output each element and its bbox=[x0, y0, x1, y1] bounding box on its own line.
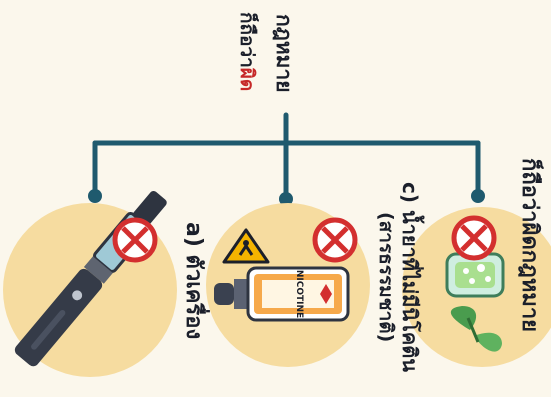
header-line1-prefix: ก็ถือว่า bbox=[236, 12, 258, 68]
connector-dot-left bbox=[88, 189, 102, 203]
warning-triangle-icon bbox=[222, 228, 270, 264]
prohibited-icon bbox=[451, 215, 497, 261]
leaf-icon bbox=[450, 306, 502, 352]
header-line1-emphasis: ผิด bbox=[236, 67, 258, 92]
connector-lines bbox=[92, 112, 481, 201]
nicotine-bottle-icon bbox=[214, 266, 350, 322]
header-line2: กฎหมาย bbox=[272, 14, 296, 93]
natural-liquid-icon bbox=[445, 252, 505, 298]
connector-dot-right bbox=[471, 189, 485, 203]
natural-liquid-label-line2: (สารธรรมชาติ) bbox=[375, 212, 397, 343]
device-label: a) ตัวเครื่อง bbox=[181, 222, 206, 340]
nicotine-label: NICOTINE bbox=[294, 270, 304, 318]
header-line1: ก็ถือว่าผิด bbox=[232, 12, 262, 91]
prohibited-icon bbox=[112, 217, 158, 263]
side-note: ก็ถือว่าผิดกฎหมาย bbox=[517, 158, 542, 333]
prohibited-icon bbox=[312, 217, 358, 263]
connector-dot-middle bbox=[279, 192, 293, 206]
